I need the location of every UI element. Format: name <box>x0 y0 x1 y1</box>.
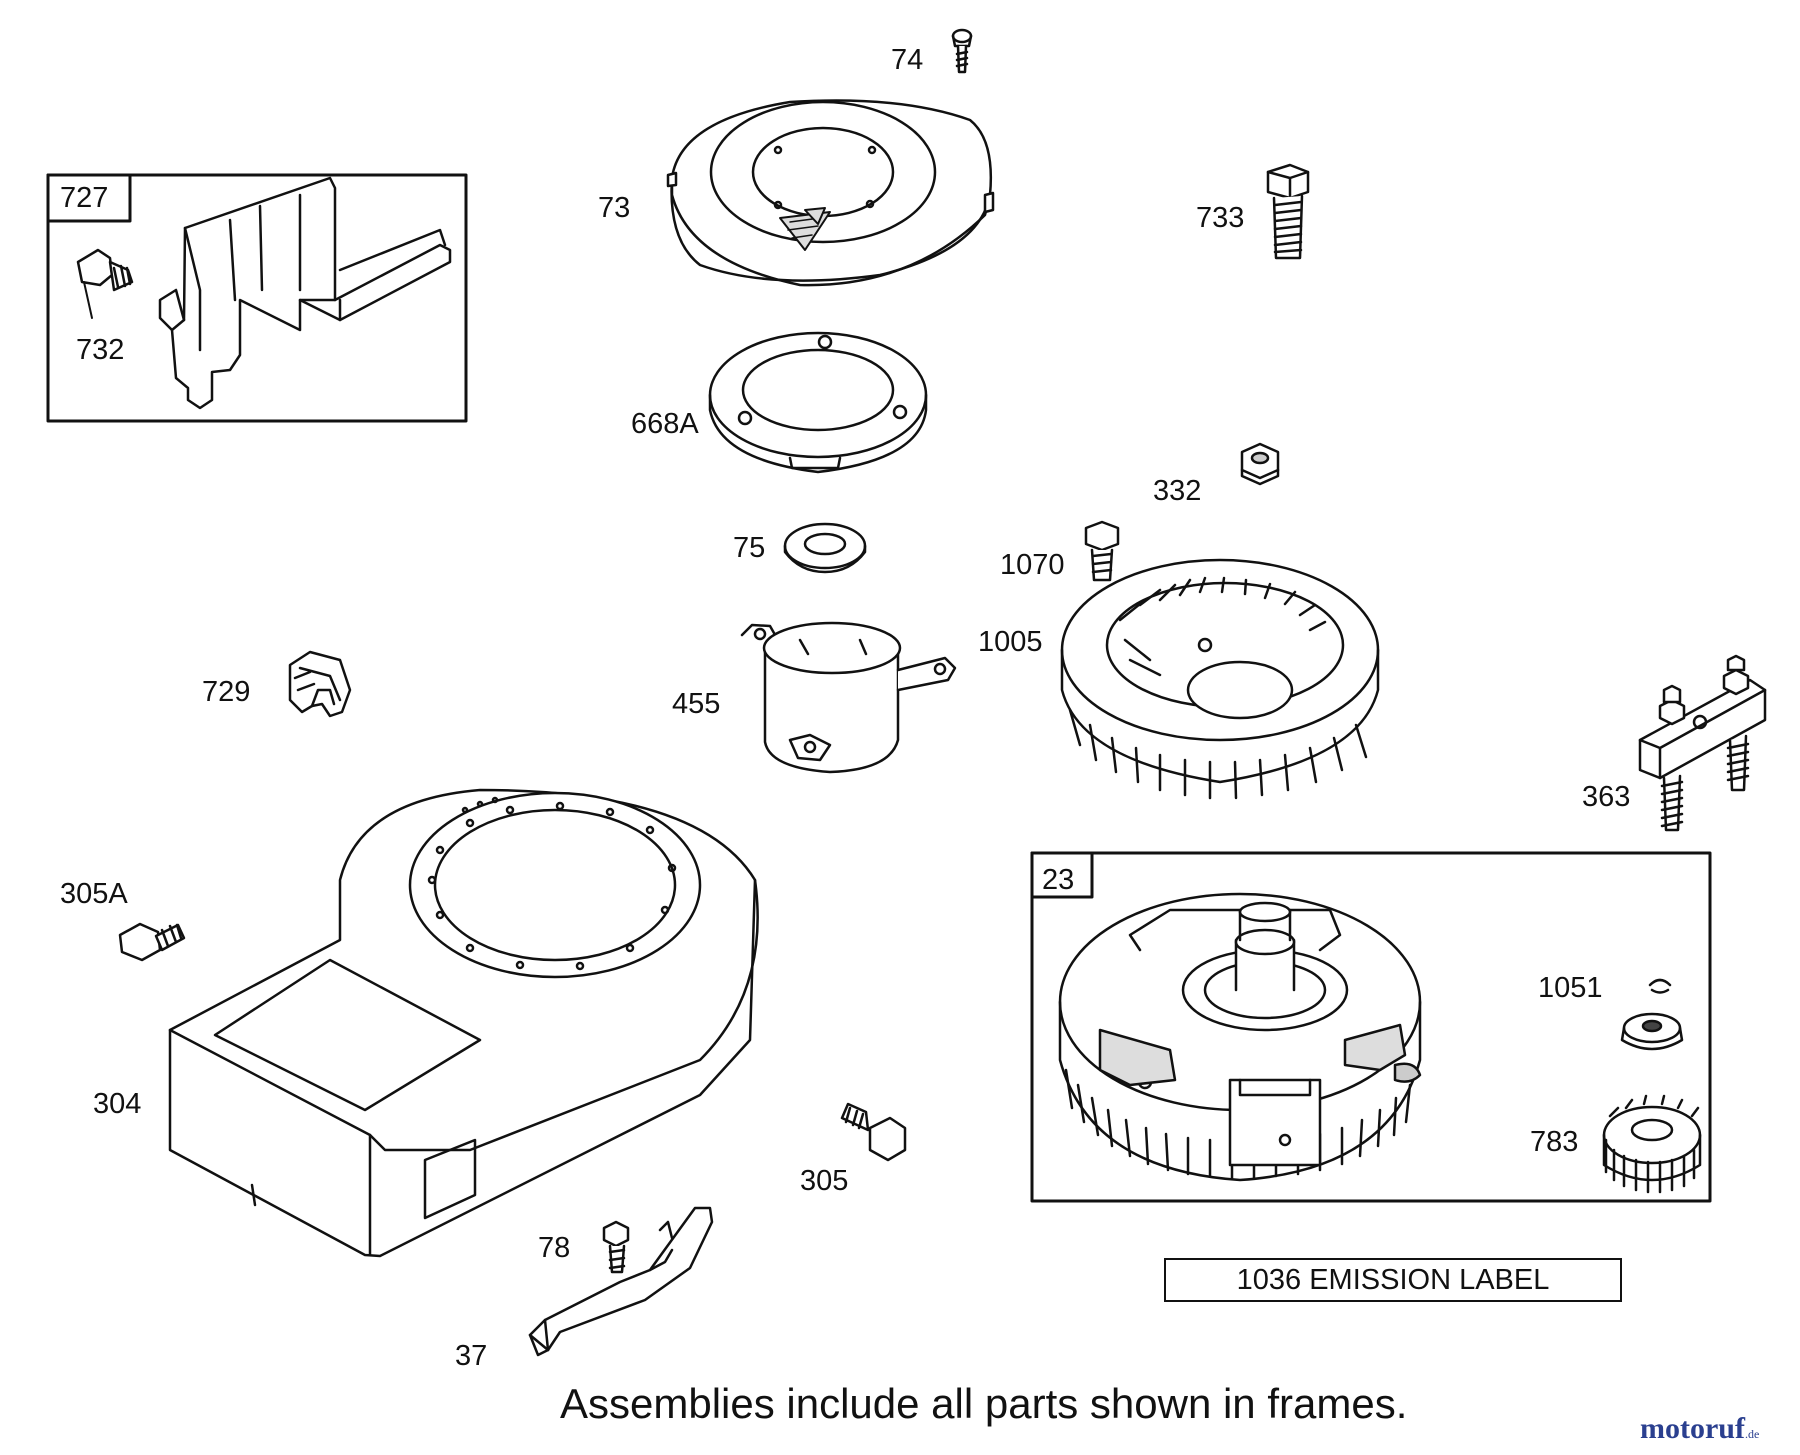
watermark-logo: motoruf.de <box>1640 1412 1759 1446</box>
label-305: 305 <box>800 1165 849 1197</box>
part-733-bolt <box>1266 163 1310 260</box>
part-1070-bolt <box>1084 520 1120 582</box>
part-74-screw <box>951 28 973 74</box>
part-1051-retainer <box>1648 978 1672 994</box>
label-75: 75 <box>733 532 766 564</box>
label-73: 73 <box>598 192 631 224</box>
part-305a-bolt <box>118 922 186 962</box>
label-23: 23 <box>1042 864 1075 896</box>
label-363: 363 <box>1582 781 1631 813</box>
part-37-air-guide <box>528 1206 714 1357</box>
label-455: 455 <box>672 688 721 720</box>
label-304: 304 <box>93 1088 142 1120</box>
part-1005-flywheel-fan <box>1060 558 1380 800</box>
part-23-flywheel <box>1058 892 1422 1182</box>
part-729-grommet <box>288 650 352 718</box>
label-727: 727 <box>60 182 109 214</box>
label-74: 74 <box>891 44 924 76</box>
label-783: 783 <box>1530 1126 1579 1158</box>
part-783-gear <box>1602 1094 1702 1194</box>
label-668a: 668A <box>631 408 699 440</box>
part-668a-spacer-ring <box>708 331 928 474</box>
label-733: 733 <box>1196 202 1245 234</box>
part-304-blower-housing <box>168 788 759 1258</box>
label-1005: 1005 <box>978 626 1043 658</box>
part-455-cup-bracket <box>740 621 957 774</box>
label-1070: 1070 <box>1000 549 1065 581</box>
emission-label-box: 1036 EMISSION LABEL <box>1164 1258 1622 1302</box>
label-1051: 1051 <box>1538 972 1603 1004</box>
label-305a: 305A <box>60 878 128 910</box>
label-332: 332 <box>1153 475 1202 507</box>
frame-23 <box>1030 851 1712 1203</box>
part-332-nut <box>1240 442 1280 486</box>
part-73-rotating-screen <box>666 99 995 287</box>
label-37: 37 <box>455 1340 488 1372</box>
watermark-suffix: .de <box>1744 1427 1760 1441</box>
part-78-screw <box>602 1220 630 1274</box>
watermark-text: motoruf <box>1640 1412 1745 1445</box>
part-1051-cup <box>1620 1012 1684 1051</box>
part-363-bracket <box>1638 654 1767 832</box>
label-732: 732 <box>76 334 125 366</box>
part-305-bolt <box>840 1102 907 1162</box>
part-75-washer <box>783 522 867 574</box>
label-729: 729 <box>202 676 251 708</box>
footnote: Assemblies include all parts shown in fr… <box>560 1380 1408 1427</box>
part-727-baffle <box>158 176 452 410</box>
part-732-bolt <box>76 248 134 319</box>
frame-727 <box>46 173 468 423</box>
label-78: 78 <box>538 1232 571 1264</box>
